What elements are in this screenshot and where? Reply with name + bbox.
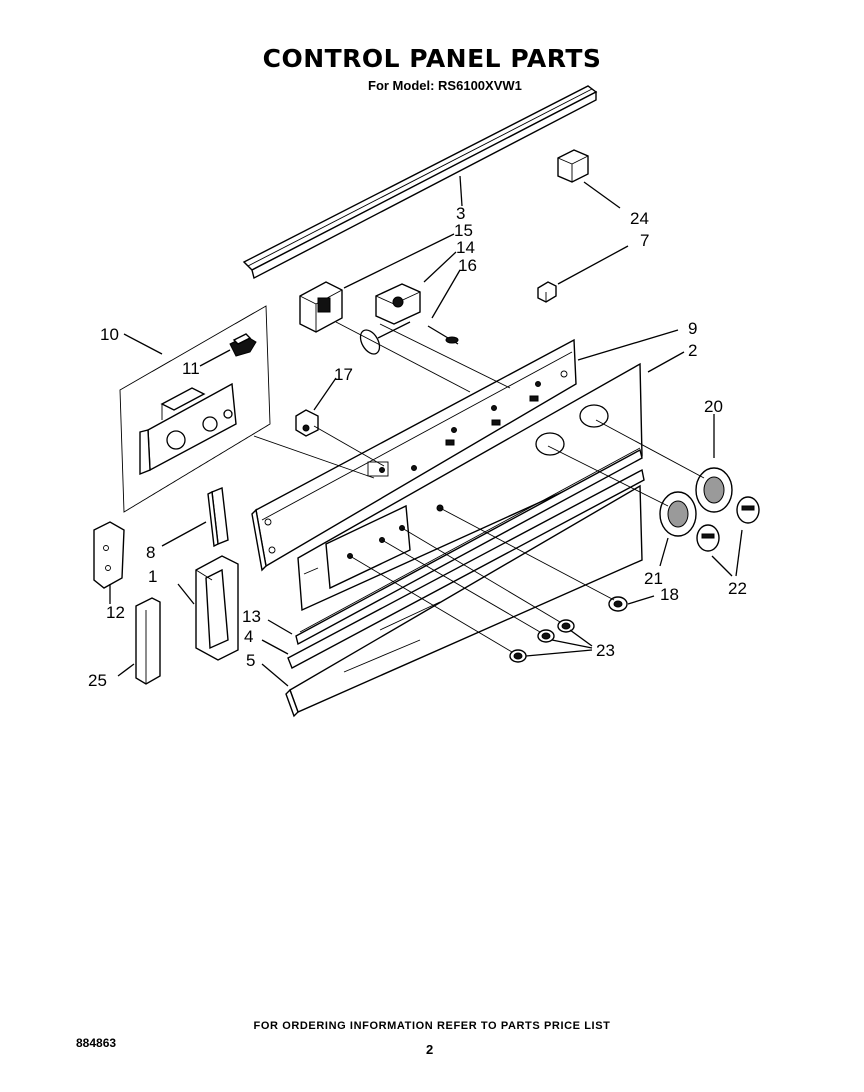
callout-24: 24 xyxy=(630,209,649,228)
callout-15: 15 xyxy=(454,221,473,240)
callout-3: 3 xyxy=(456,204,465,223)
part-24-clip xyxy=(557,149,589,183)
part-14-switch xyxy=(375,283,421,325)
part-20-knob-skirt xyxy=(695,467,733,513)
part-8-bracket xyxy=(207,487,229,548)
part-3-trim-strip xyxy=(242,85,598,280)
callout-20: 20 xyxy=(704,397,723,416)
callout-13: 13 xyxy=(242,607,261,626)
callout-12: 12 xyxy=(106,603,125,622)
part-22-knob xyxy=(736,496,760,524)
callout-25: 25 xyxy=(88,671,107,690)
document-number: 884863 xyxy=(76,1036,117,1050)
part-9-control-frame xyxy=(251,338,577,572)
callout-11: 11 xyxy=(182,359,200,378)
ordering-note: FOR ORDERING INFORMATION REFER TO PARTS … xyxy=(253,1020,611,1032)
callout-5: 5 xyxy=(246,651,255,670)
page-number: 2 xyxy=(426,1042,434,1057)
part-5-bottom-panel xyxy=(285,484,643,718)
callout-10: 10 xyxy=(100,325,119,344)
callout-16: 16 xyxy=(458,256,477,275)
part-25-end-cap xyxy=(135,597,161,685)
part-15-switch xyxy=(299,281,343,333)
part-7-connector xyxy=(537,281,557,303)
callout-4: 4 xyxy=(244,627,253,646)
callout-1: 1 xyxy=(148,567,157,586)
part-21-knob-skirt xyxy=(659,491,697,537)
page-title: CONTROL PANEL PARTS xyxy=(262,44,602,73)
part-17-bracket xyxy=(295,409,319,437)
part-16-wire xyxy=(359,321,459,355)
part-11-clip xyxy=(229,333,257,357)
leader-lines xyxy=(109,175,743,687)
callout-9: 9 xyxy=(688,319,697,338)
callout-2: 2 xyxy=(688,341,697,360)
model-subtitle: For Model: RS6100XVW1 xyxy=(368,78,522,93)
callout-14: 14 xyxy=(456,238,475,257)
part-18-nut xyxy=(608,596,628,612)
callout-21: 21 xyxy=(644,569,663,588)
part-4-trim xyxy=(287,468,645,669)
part-1-end-cap xyxy=(195,555,239,661)
part-13-trim xyxy=(295,447,643,646)
callout-17: 17 xyxy=(334,365,353,384)
part-22-knob-second xyxy=(696,524,720,552)
callout-7: 7 xyxy=(640,231,649,250)
part-10-clock-assembly xyxy=(119,305,271,513)
callout-8: 8 xyxy=(146,543,155,562)
part-23-nuts xyxy=(509,619,575,663)
callout-22: 22 xyxy=(728,579,747,598)
callout-23: 23 xyxy=(596,641,615,660)
callout-18: 18 xyxy=(660,585,679,604)
part-12-bracket xyxy=(93,521,125,589)
